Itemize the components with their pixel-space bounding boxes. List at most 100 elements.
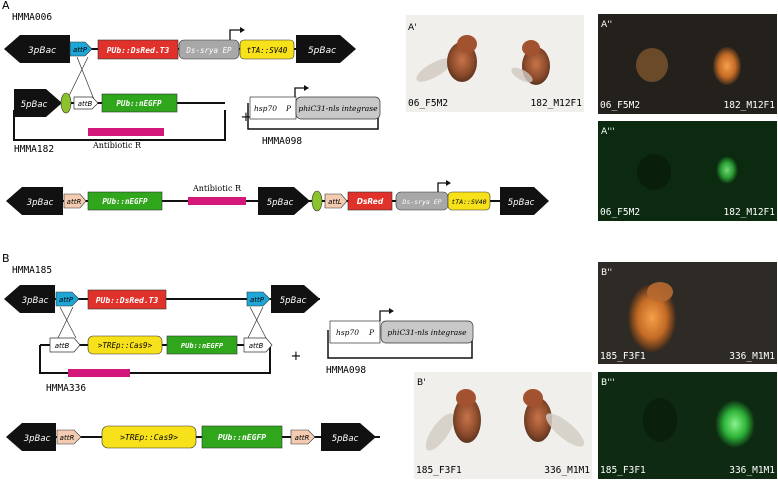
hmma006-ds-srya-label: Ds-srya EP [185, 46, 232, 55]
hmma006-tta-label: tTA::SV40 [247, 46, 288, 55]
hmma006-attp: attP [69, 41, 93, 57]
hmma182-attb-label: attB [78, 100, 93, 108]
hmma098-a-label: HMMA098 [262, 136, 302, 147]
product-a-antibiotic-bar [188, 197, 246, 205]
fly-a-dprime-right [713, 47, 741, 85]
fly-b-dprime-left-head [647, 282, 673, 302]
photo-a-tprime-left-label: 06_F5M2 [600, 207, 640, 218]
product-a-oval-marker [311, 190, 323, 212]
product-a-5pbac-mid-arrow: 5pBac [258, 187, 310, 215]
hmma182-oval-marker [60, 92, 72, 114]
fly-b-tprime-right [715, 400, 755, 448]
product-a-tta-label: tTA::SV40 [451, 198, 486, 206]
hmma185-3pbac-arrow: 3pBac [4, 285, 55, 313]
hmma185-3pbac-label: 3pBac [22, 296, 49, 306]
hmma006-5pbac-label: 5pBac [308, 46, 336, 56]
fly-a-dprime-left [636, 48, 668, 82]
photo-b-dprime: B'' 185_F3F1 336_M1M1 [598, 262, 777, 364]
recombination-cross-a [65, 56, 96, 103]
product-a-5pbac-mid-label: 5pBac [267, 198, 294, 208]
hmma182-attb: attB [73, 96, 99, 110]
hmma098-b-integrase-box [380, 320, 474, 344]
hmma336-plasmid: attB >TREp::Cas9> PUb::nEGFP attB HMMA33… [39, 335, 273, 394]
hmma182-label: HMMA182 [14, 144, 54, 155]
hmma182-antibiotic-bar [88, 128, 164, 136]
fly-a-tprime-right [716, 156, 738, 184]
hmma098-a-hsp70-p: P [285, 104, 292, 113]
photo-b-tprime-tag: B''' [601, 378, 615, 388]
photo-b-dprime-left-label: 185_F3F1 [600, 351, 646, 362]
hmma098-plasmid-a: hsp70 P phiC31-nls integrase HMMA098 [247, 85, 381, 147]
panel-b: B HMMA185 3pBac attP PUb::DsRed.T3 attP [2, 252, 474, 451]
product-b-attr-right: attR [290, 429, 316, 445]
hmma098-a-hsp70: hsp70 [254, 104, 277, 113]
hmma336-pub-negfp-label: PUb::nEGFP [181, 342, 224, 350]
product-a-attl: attL [324, 193, 348, 209]
photo-a-prime-left-label: 06_F5M2 [408, 98, 448, 109]
product-a-tta: tTA::SV40 [447, 191, 491, 211]
hmma185-construct: 3pBac attP PUb::DsRed.T3 attP 5pBac [4, 285, 320, 313]
hmma098-b-label: HMMA098 [326, 365, 366, 376]
hmma336-label: HMMA336 [46, 383, 86, 394]
hmma006-construct: 3pBac attP PUb::DsRed.T3 Ds-srya EP tTA:… [4, 27, 356, 63]
product-b-trep-cas9: >TREp::Cas9> [101, 425, 197, 449]
hmma336-attb-left-label: attB [55, 342, 70, 350]
hmma006-title: HMMA006 [12, 12, 52, 23]
hmma185-pub-dsred: PUb::DsRed.T3 [87, 289, 167, 310]
photo-a-tprime-tag: A''' [601, 127, 615, 137]
photo-b-dprime-right-label: 336_M1M1 [729, 351, 775, 362]
hmma098-b-hsp70-box [329, 320, 381, 344]
product-a-ds-srya-label: Ds-srya EP [401, 198, 441, 206]
product-b-pub-negfp-label: PUb::nEGFP [218, 433, 266, 442]
product-a-dsred-label: DsRed [357, 197, 384, 206]
hmma336-trep-cas9: >TREp::Cas9> [87, 335, 163, 355]
hmma006-pub-dsred-label: PUb::DsRed.T3 [107, 46, 170, 55]
photo-a-tprime: A''' 06_F5M2 182_M12F1 [598, 121, 777, 221]
hmma185-pub-dsred-label: PUb::DsRed.T3 [96, 296, 159, 305]
hmma336-attb-left: attB [49, 337, 81, 353]
product-b-5pbac-arrow: 5pBac [321, 423, 376, 451]
product-a-3pbac-arrow: 3pBac [6, 187, 63, 215]
recombination-cross-b [57, 306, 267, 339]
product-a-ds-srya: Ds-srya EP [395, 180, 451, 211]
hmma336-attb-right: attB [243, 337, 273, 353]
product-a-attr-label: attR [67, 198, 82, 206]
fly-a-prime-left [416, 35, 477, 82]
hmma336-attb-right-label: attB [249, 342, 264, 350]
hmma185-attp-right: attP [246, 291, 271, 307]
photo-a-dprime-right-label: 182_M12F1 [724, 100, 776, 111]
hmma006-attp-label: attP [73, 46, 88, 54]
panel-b-plus: + [291, 349, 302, 364]
product-a-pub-negfp: PUb::nEGFP [87, 191, 163, 211]
hmma098-plasmid-b: hsp70 P phiC31-nls integrase HMMA098 [326, 308, 474, 376]
product-a-pub-negfp-label: PUb::nEGFP [102, 197, 148, 206]
product-b-attr-left-label: attR [60, 434, 75, 442]
product-b-trep-cas9-label: >TREp::Cas9> [120, 433, 178, 442]
panel-b-letter: B [2, 252, 10, 265]
photo-a-prime: A' 06_F5M2 182_M12F1 [406, 15, 584, 112]
product-b-pub-negfp: PUb::nEGFP [201, 425, 283, 449]
fly-b-tprime-left [643, 398, 677, 442]
hmma182-antibiotic-label: Antibiotic R [92, 141, 142, 150]
fly-a-prime-right [511, 40, 550, 85]
hmma098-a-integrase: phiC31-nls integrase [298, 104, 378, 113]
panel-a-plus: + [241, 110, 252, 125]
hmma182-5pbac-label: 5pBac [21, 100, 48, 110]
hmma006-pub-dsred: PUb::DsRed.T3 [97, 39, 179, 60]
hmma098-b-hsp70-p: P [368, 328, 375, 337]
photo-a-tprime-right-label: 182_M12F1 [724, 207, 776, 218]
photo-b-prime: B' 185_F3F1 336_M1M1 [414, 372, 592, 479]
product-a-5pbac-end-arrow: 5pBac [500, 187, 549, 215]
product-a-dsred: DsRed [347, 191, 393, 211]
fly-a-tprime-left [637, 154, 671, 190]
product-b-5pbac-label: 5pBac [332, 434, 359, 444]
product-b-3pbac-label: 3pBac [24, 434, 51, 444]
photo-b-tprime-left-label: 185_F3F1 [600, 465, 646, 476]
photo-a-prime-tag: A' [408, 23, 417, 33]
photo-a-dprime: A'' 06_F5M2 182_M12F1 [598, 14, 777, 114]
panel-a: A HMMA006 3pBac attP PUb::DsRed.T3 Ds-sr… [2, 0, 549, 215]
photo-b-prime-left-label: 185_F3F1 [416, 465, 462, 476]
photo-a-prime-right-label: 182_M12F1 [531, 98, 583, 109]
product-b-attr-right-label: attR [295, 434, 310, 442]
